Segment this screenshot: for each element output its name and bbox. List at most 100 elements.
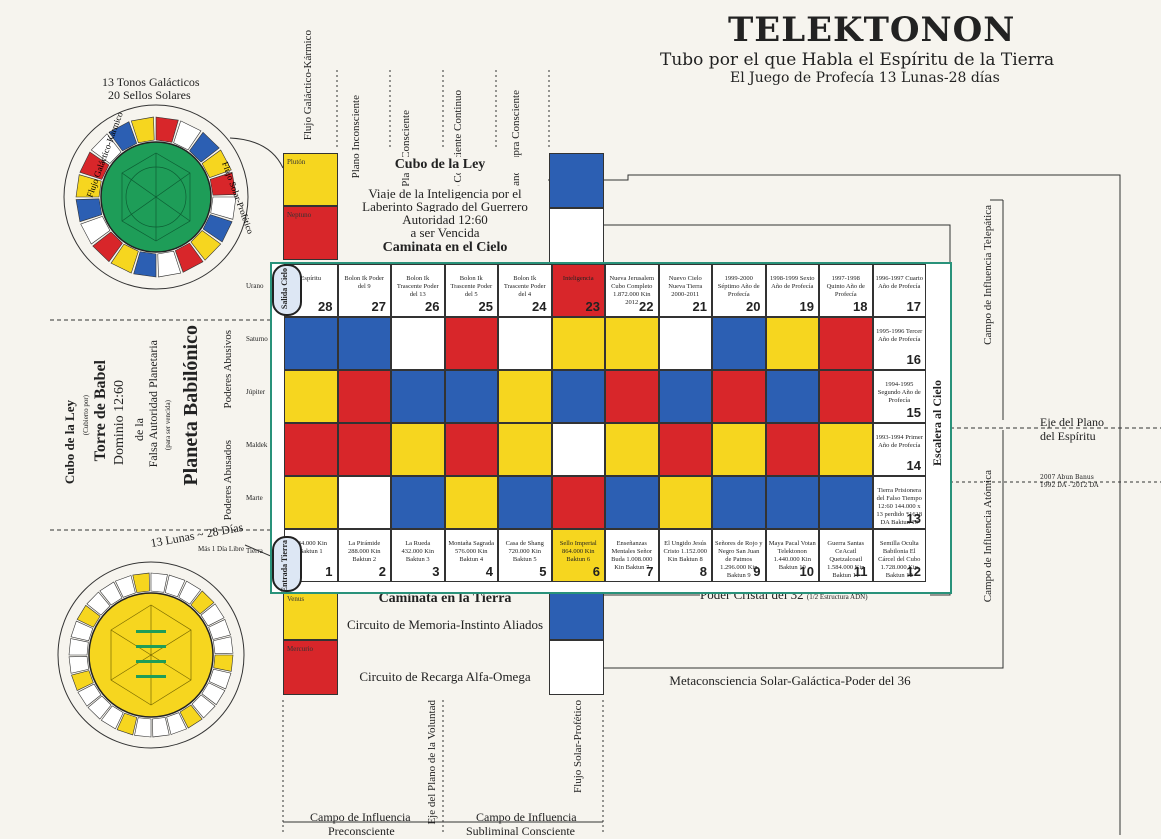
bottom-row-cell: Guerra Santas CeAcatl Quetzalcoatl 1.584… xyxy=(819,529,873,582)
cell-number: 17 xyxy=(906,299,921,314)
cell-number: 11 xyxy=(853,564,868,579)
cell-text: Bolon Ik Trascente Poder del 13 xyxy=(396,275,439,298)
viaje-line-2: Laberinto Sagrado del Guerrero xyxy=(345,199,545,215)
cell-number: 25 xyxy=(478,299,493,314)
bottom-row-cell: Señores de Rojo y Negro San Juan de Patm… xyxy=(712,529,766,582)
col-left-pluton: Plutón xyxy=(283,153,338,206)
cell-number: 14 xyxy=(906,458,921,473)
cubo-ley-label: Cubo de la Ley xyxy=(360,157,520,173)
board-cell xyxy=(658,423,712,476)
cell-text: La Pirámide 288.000 Kin Baktun 2 xyxy=(348,540,381,563)
bottom-row-cell: Semilla Oculta Babilonia El Cárcel del C… xyxy=(872,529,926,582)
board-cell xyxy=(284,317,338,370)
wheel-segment xyxy=(166,712,187,735)
wheel-segment xyxy=(200,603,225,627)
board-cell xyxy=(284,476,338,529)
board-cell xyxy=(765,317,819,370)
wheel-label-1: 13 Tonos Galácticos xyxy=(102,75,200,89)
eje-espiritu-1: Eje del Plano xyxy=(1040,415,1104,429)
board-cell xyxy=(551,317,605,370)
entrada-pill xyxy=(272,536,302,592)
cell-number: 1 xyxy=(325,564,333,579)
cell-text: Casa de Shang 720.000 Kin Baktun 5 xyxy=(505,540,544,563)
board-cell xyxy=(391,476,445,529)
wheel-segment xyxy=(150,572,168,593)
dates-right-2: 1992 DA - 2012 DA xyxy=(1040,482,1099,489)
board-cell xyxy=(337,476,391,529)
board-cell xyxy=(498,423,552,476)
cell-text: 1996-1997 Cuarto Año de Profecía xyxy=(875,275,923,290)
board-cell xyxy=(658,317,712,370)
wheel-segment xyxy=(77,683,102,707)
board-cell xyxy=(658,370,712,423)
wheel-segment xyxy=(76,604,101,628)
wheel-segment xyxy=(108,121,138,152)
wheel-segment xyxy=(178,580,202,605)
wheel-segment xyxy=(68,656,89,674)
cell-text: Guerra Santas CeAcatl Quetzalcoatl 1.584… xyxy=(827,540,865,579)
cell-number: 2 xyxy=(378,564,386,579)
cell-number: 21 xyxy=(692,299,707,314)
board-cell xyxy=(444,476,498,529)
left-torre: Torre de Babel xyxy=(92,360,109,462)
board-cell xyxy=(712,476,766,529)
campo-sub-1: Campo de Influencia xyxy=(476,810,577,824)
cell-text: 1993-1994 Primer Año de Profecía xyxy=(875,434,923,449)
cell-text: Nuevo Cielo Nueva Tierra 2000-2011 xyxy=(668,275,703,298)
right-col-cell: 1993-1994 Primer Año de Profecía 14 xyxy=(872,423,926,476)
board-cell xyxy=(658,476,712,529)
campo-pre-2: Preconsciente xyxy=(328,824,395,838)
wheel-segment xyxy=(75,198,103,223)
cell-text: Inteligencia xyxy=(562,275,594,282)
wheel-segment xyxy=(130,116,155,144)
cell-number: 18 xyxy=(853,299,868,314)
planet-label: Saturno xyxy=(246,335,268,343)
board-cell xyxy=(605,476,659,529)
wheel-label-2: 20 Sellos Solares xyxy=(108,88,191,102)
board-cell xyxy=(498,370,552,423)
cell-number: 9 xyxy=(753,564,761,579)
bottom-row-cell: Maya Pacal Votan Telektonon 1.440.000 Ki… xyxy=(765,529,819,582)
wheel-segment xyxy=(173,120,202,151)
board-cell xyxy=(337,317,391,370)
board-cell xyxy=(712,423,766,476)
cell-number: 16 xyxy=(906,352,921,367)
col-left-venus: Venus xyxy=(283,590,338,640)
eje-voluntad: Eje del Plano de la Voluntad xyxy=(426,700,438,825)
board-cell xyxy=(284,423,338,476)
board-cell xyxy=(551,476,605,529)
wheel-segment xyxy=(155,116,179,143)
left-cubo-note: (Cubierto por) xyxy=(82,395,90,436)
campo-sub-2: Subliminal Consciente xyxy=(466,824,575,838)
cell-text: Nueva Jerusalem Cubo Completo 1.872.000 … xyxy=(609,275,655,306)
cell-number: 3 xyxy=(432,564,440,579)
board-cell xyxy=(819,370,873,423)
board-cell xyxy=(337,370,391,423)
wheel-segment xyxy=(90,133,122,164)
col-right-bot-1 xyxy=(549,590,604,640)
left-planeta: Planeta Babilónico xyxy=(180,325,202,486)
wheel-segment xyxy=(68,638,89,656)
board-cell xyxy=(444,370,498,423)
wheel-segment xyxy=(191,694,216,719)
cell-text: 1994-1995 Segundo Año de Profecía xyxy=(877,381,921,404)
planet-label: Marte xyxy=(246,494,263,502)
wheel-segment xyxy=(133,251,157,278)
caminata-cielo: Caminata en el Cielo xyxy=(355,240,535,256)
wheel-segment xyxy=(179,704,203,729)
wheel-segment xyxy=(202,214,233,243)
left-cubo: Cubo de la Ley xyxy=(62,400,77,485)
cell-text: El Ungido Jesús Cristo 1.152.000 Kin Bak… xyxy=(663,540,708,563)
bottom-row-cell: Enseñanzas Mentales Señor Buda 1.008.000… xyxy=(605,529,659,582)
planet-label: Júpiter xyxy=(246,388,266,396)
cell-number: 27 xyxy=(371,299,386,314)
col-left-neptuno: Neptuno xyxy=(283,206,338,260)
wheel-segment xyxy=(99,581,123,606)
board-cell xyxy=(391,423,445,476)
lunar-wheel xyxy=(57,561,245,749)
board-cell xyxy=(284,370,338,423)
